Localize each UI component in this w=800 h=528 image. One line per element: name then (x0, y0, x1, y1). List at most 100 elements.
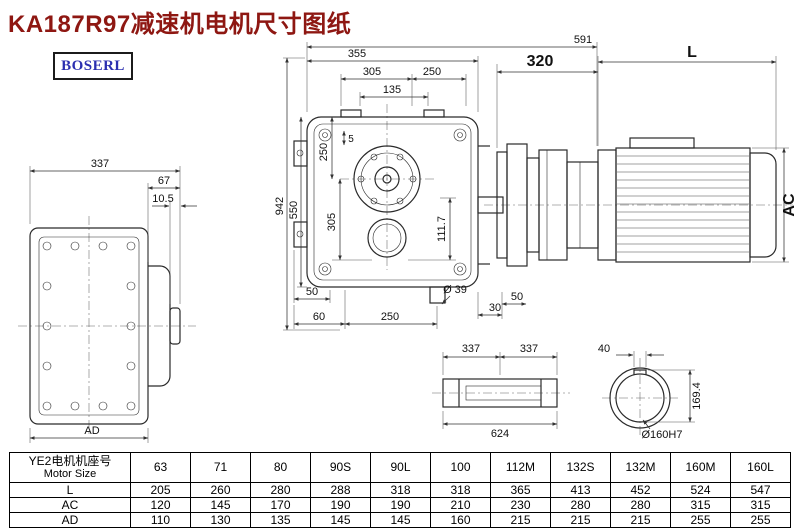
bore-keyway (633, 369, 647, 375)
shaft-stub (169, 307, 181, 345)
output-flange-circle (353, 145, 421, 213)
gearbox-end-view: 337 67 10.5 AD (18, 158, 197, 443)
page-title: KA187R97减速机电机尺寸图纸 (8, 11, 352, 38)
dimension-value-cell: 413 (550, 482, 611, 498)
lower-bore-circle (367, 218, 407, 258)
front-view-body (306, 116, 479, 288)
corner-holes (318, 128, 467, 276)
dim-label-l: L (687, 44, 697, 61)
dim-label-355: 355 (348, 48, 366, 60)
dim-label-d160h7: Ø160H7 (642, 429, 683, 441)
mounting-lug (293, 140, 308, 167)
motor-size-column-header: 160M (670, 452, 731, 483)
fan-cover (749, 152, 777, 258)
dimension-value-cell: 230 (490, 497, 551, 513)
front-view-dimensions: 591 355 305 250 135 942 (274, 34, 598, 331)
dimension-value-cell: 110 (130, 512, 191, 528)
dimension-value-cell: 145 (370, 512, 431, 528)
row-label-ad: AD (9, 512, 131, 528)
dim-label-end-10-5: 10.5 (152, 193, 173, 205)
dim-label-50-right: 50 (511, 291, 523, 303)
dimension-value-cell: 365 (490, 482, 551, 498)
dim-label-40: 40 (598, 343, 610, 355)
dimension-value-cell: 210 (430, 497, 491, 513)
dim-label-942: 942 (274, 197, 286, 215)
bottom-stub (429, 286, 446, 304)
motor-size-column-header: 63 (130, 452, 191, 483)
dim-label-250-inner: 250 (318, 143, 330, 161)
motor-size-column-header: 100 (430, 452, 491, 483)
logo-text: BOSERL (61, 57, 125, 74)
dim-label-60: 60 (313, 311, 325, 323)
shaft-body (442, 378, 558, 408)
motor-size-column-header: 90S (310, 452, 371, 483)
dimension-value-cell: 215 (490, 512, 551, 528)
motor-size-column-header: 160L (730, 452, 791, 483)
dim-label-111-7: 111.7 (436, 216, 448, 242)
flange-bolt-holes (357, 153, 417, 205)
terminal-box (629, 137, 695, 149)
dim-label-ac: AC (781, 193, 798, 217)
mounting-lug (293, 221, 308, 248)
dimension-value-cell: 255 (670, 512, 731, 528)
dim-label-end-67: 67 (158, 175, 170, 187)
dim-label-shaft-337a: 337 (462, 343, 480, 355)
dimension-value-cell: 288 (310, 482, 371, 498)
dimension-value-cell: 280 (610, 497, 671, 513)
dimension-value-cell: 315 (670, 497, 731, 513)
dim-label-5: 5 (348, 134, 354, 145)
dim-label-135: 135 (383, 84, 401, 96)
dimension-value-cell: 160 (430, 512, 491, 528)
dim-label-624: 624 (491, 428, 509, 440)
dimension-value-cell: 315 (730, 497, 791, 513)
dimension-value-cell: 145 (190, 497, 251, 513)
dim-label-d39: Ø 39 (443, 284, 467, 296)
dimension-value-cell: 260 (190, 482, 251, 498)
motor-size-column-header: 80 (250, 452, 311, 483)
dimension-value-cell: 205 (130, 482, 191, 498)
dimension-value-cell: 170 (250, 497, 311, 513)
boserl-logo: BOSERL (53, 52, 133, 80)
dim-label-250-bottom: 250 (381, 311, 399, 323)
keyway (465, 385, 542, 401)
dimension-value-cell: 452 (610, 482, 671, 498)
motor-size-column-header: 71 (190, 452, 251, 483)
dimension-value-cell: 190 (370, 497, 431, 513)
bore-inner-circle (615, 373, 665, 423)
dim-label-30: 30 (489, 302, 501, 314)
cooling-fins (617, 155, 749, 253)
dim-label-50-left: 50 (306, 286, 318, 298)
dimension-value-cell: 547 (730, 482, 791, 498)
motor-side-view: 320 L AC (477, 44, 798, 267)
motor-size-column-header: 112M (490, 452, 551, 483)
dimension-value-cell: 318 (430, 482, 491, 498)
input-shaft (477, 196, 504, 214)
dim-label-305-inner: 305 (326, 213, 338, 231)
dim-label-305: 305 (363, 66, 381, 78)
technical-drawing: 337 67 10.5 AD (18, 34, 798, 443)
row-label-ac: AC (9, 497, 131, 513)
end-view-body (29, 227, 149, 425)
dimension-value-cell: 255 (730, 512, 791, 528)
bore-outer-circle (609, 367, 671, 429)
dim-label-end-ad: AD (84, 425, 99, 437)
output-shaft-bore (374, 166, 400, 192)
dimension-value-cell: 145 (310, 512, 371, 528)
dimension-value-cell: 135 (250, 512, 311, 528)
dim-label-169-4: 169.4 (691, 382, 703, 410)
dimension-value-cell: 318 (370, 482, 431, 498)
motor-size-column-header: 132S (550, 452, 611, 483)
dim-label-250-top: 250 (423, 66, 441, 78)
dimension-value-cell: 130 (190, 512, 251, 528)
top-boss (340, 109, 362, 118)
hollow-shaft-bore-view: 40 169.4 Ø160H7 (598, 343, 703, 441)
bolt-holes (42, 241, 136, 411)
dimension-value-cell: 524 (670, 482, 731, 498)
